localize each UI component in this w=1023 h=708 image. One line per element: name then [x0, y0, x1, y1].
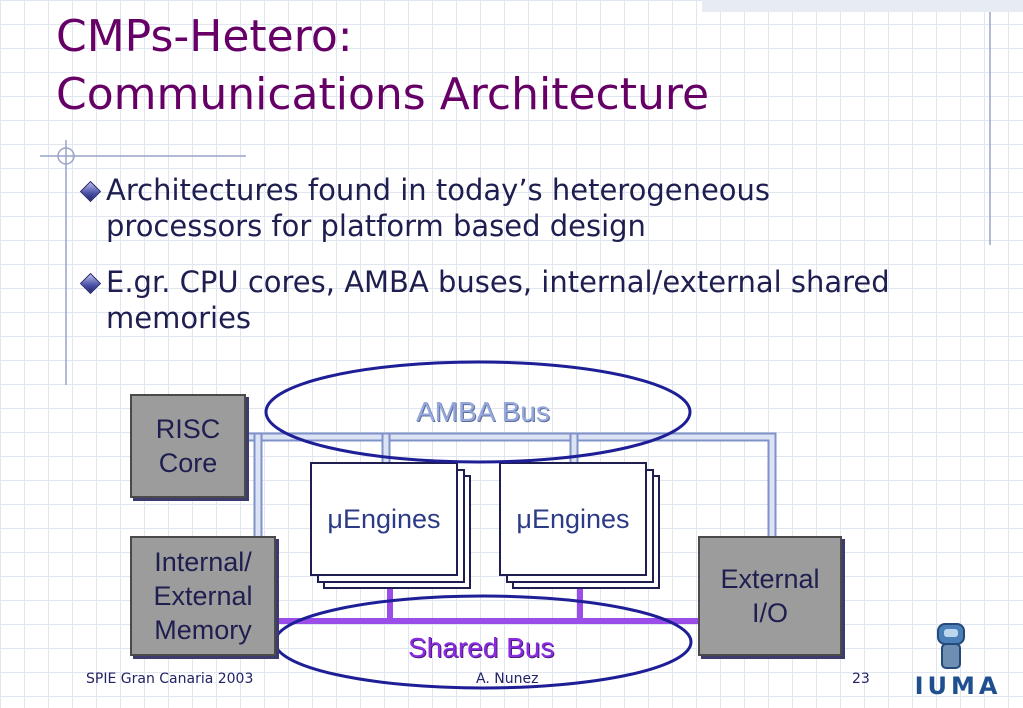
- bullet-item: E.gr. CPU cores, AMBA buses, internal/ex…: [79, 264, 920, 336]
- engines-stack-right: [499, 462, 660, 589]
- memory-box: Internal/ External Memory: [130, 536, 276, 656]
- footer-left: SPIE Gran Canaria 2003: [86, 671, 254, 687]
- external-io-box: External I/O: [698, 536, 842, 656]
- logo-text: IUMA: [915, 672, 1002, 700]
- shared-bus-lines: [259, 587, 703, 624]
- memory-label: Internal/ External Memory: [153, 547, 253, 645]
- top-right-pattern: [702, 0, 1023, 12]
- footer-center: A. Nunez: [476, 671, 539, 687]
- risc-core-label: RISC Core: [155, 414, 221, 478]
- bullet-list: Architectures found in today’s heterogen…: [79, 172, 920, 356]
- bullet-text: Architectures found in today’s heterogen…: [106, 173, 771, 243]
- external-io-label: External I/O: [720, 564, 820, 628]
- slide-title: CMPs-Hetero: Communications Architecture: [56, 8, 709, 124]
- amba-bus-lines: [237, 432, 777, 545]
- shared-bus-label: Shared Bus: [408, 632, 555, 663]
- engines-right-label: μEngines: [516, 504, 630, 534]
- engines-left-label: μEngines: [327, 504, 441, 534]
- amba-bus-ellipse: [264, 360, 692, 464]
- title-line-2: Communications Architecture: [56, 69, 710, 120]
- bullet-item: Architectures found in today’s heterogen…: [79, 172, 920, 244]
- iuma-logo: IUMA: [915, 623, 1002, 700]
- page-number: 23: [852, 671, 870, 687]
- engines-stack-left: [310, 462, 471, 589]
- bullet-text: E.gr. CPU cores, AMBA buses, internal/ex…: [106, 265, 890, 335]
- amba-bus-label: AMBA Bus: [416, 396, 550, 427]
- risc-core-box: RISC Core: [130, 394, 246, 498]
- logo-emblem-stem: [941, 643, 961, 669]
- title-line-1: CMPs-Hetero:: [56, 11, 353, 62]
